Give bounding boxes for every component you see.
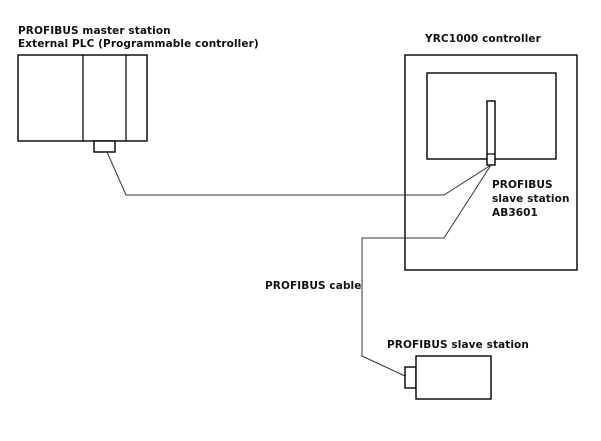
board-label: PROFIBUS slave station AB3601 (492, 178, 570, 220)
slave-station-title: PROFIBUS slave station (387, 339, 529, 351)
controller-unit (404, 54, 578, 271)
master-station-title-line2: External PLC (Programmable controller) (18, 38, 259, 50)
slave-connector (404, 366, 417, 389)
board-label-line1: PROFIBUS (492, 179, 553, 191)
slave-cable (361, 164, 492, 377)
plc-unit (17, 54, 148, 153)
master-station-title: PROFIBUS master station External PLC (Pr… (18, 25, 259, 51)
slave-unit (404, 355, 492, 400)
cable-label: PROFIBUS cable (265, 280, 362, 292)
plc-connector (93, 140, 116, 153)
master-cable (106, 151, 492, 196)
master-station-title-line1: PROFIBUS master station (18, 25, 171, 37)
slave-body (415, 355, 492, 400)
board-label-line2: slave station (492, 193, 570, 205)
ab3601-board (486, 100, 496, 166)
board-label-line3: AB3601 (492, 207, 538, 219)
controller-title: YRC1000 controller (425, 33, 541, 45)
